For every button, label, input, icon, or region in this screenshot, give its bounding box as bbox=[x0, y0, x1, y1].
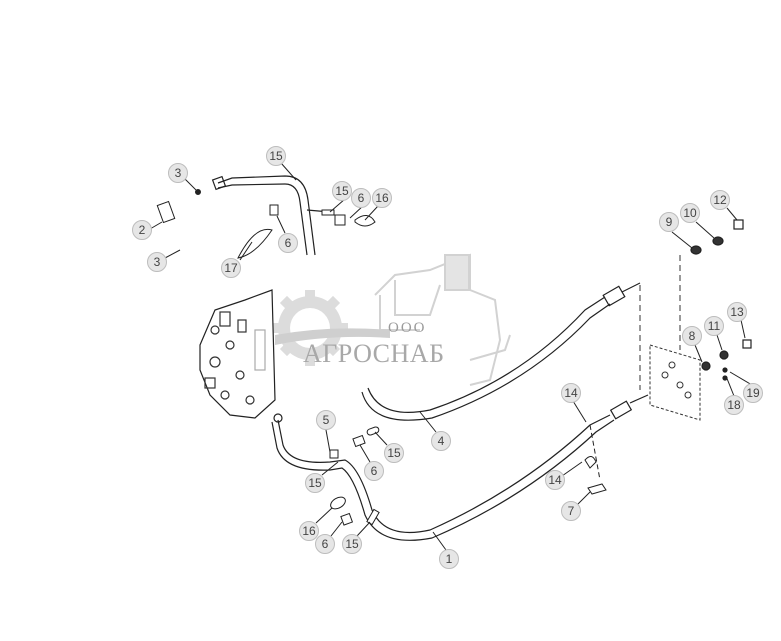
callout-6[interactable]: 6 bbox=[351, 188, 371, 208]
watermark-gear-icon bbox=[272, 290, 390, 366]
control-valve-block bbox=[199, 289, 276, 419]
callout-12[interactable]: 12 bbox=[710, 190, 730, 210]
callout-10[interactable]: 10 bbox=[680, 203, 700, 223]
callout-15[interactable]: 15 bbox=[332, 181, 352, 201]
hose-4 bbox=[361, 282, 641, 421]
callout-13[interactable]: 13 bbox=[727, 302, 747, 322]
leader-lines bbox=[149, 162, 753, 551]
callout-16[interactable]: 16 bbox=[299, 521, 319, 541]
callout-15[interactable]: 15 bbox=[384, 443, 404, 463]
callout-4[interactable]: 4 bbox=[431, 431, 451, 451]
hose-1 bbox=[271, 394, 649, 541]
callout-9[interactable]: 9 bbox=[659, 212, 679, 232]
callout-6[interactable]: 6 bbox=[315, 534, 335, 554]
callout-6[interactable]: 6 bbox=[364, 461, 384, 481]
callout-3[interactable]: 3 bbox=[147, 252, 167, 272]
callout-14[interactable]: 14 bbox=[561, 383, 581, 403]
callout-15[interactable]: 15 bbox=[342, 534, 362, 554]
callout-15[interactable]: 15 bbox=[266, 146, 286, 166]
mounting-plate bbox=[639, 255, 701, 421]
callout-19[interactable]: 19 bbox=[743, 383, 763, 403]
callout-1[interactable]: 1 bbox=[439, 549, 459, 569]
callout-18[interactable]: 18 bbox=[724, 395, 744, 415]
callout-8[interactable]: 8 bbox=[682, 326, 702, 346]
callout-5[interactable]: 5 bbox=[316, 410, 336, 430]
callout-16[interactable]: 16 bbox=[372, 188, 392, 208]
callout-14[interactable]: 14 bbox=[545, 470, 565, 490]
callout-11[interactable]: 11 bbox=[704, 316, 724, 336]
watermark-prefix: ООО bbox=[388, 320, 427, 336]
callout-7[interactable]: 7 bbox=[561, 501, 581, 521]
watermark-harvester-icon bbox=[374, 253, 511, 386]
callout-2[interactable]: 2 bbox=[132, 220, 152, 240]
callout-15[interactable]: 15 bbox=[305, 473, 325, 493]
callout-6[interactable]: 6 bbox=[278, 233, 298, 253]
fittings-right bbox=[690, 219, 752, 381]
callout-3[interactable]: 3 bbox=[168, 163, 188, 183]
callout-17[interactable]: 17 bbox=[221, 258, 241, 278]
watermark-company-name: АГРОСНАБ bbox=[303, 339, 445, 368]
clamp-parts bbox=[156, 189, 607, 526]
